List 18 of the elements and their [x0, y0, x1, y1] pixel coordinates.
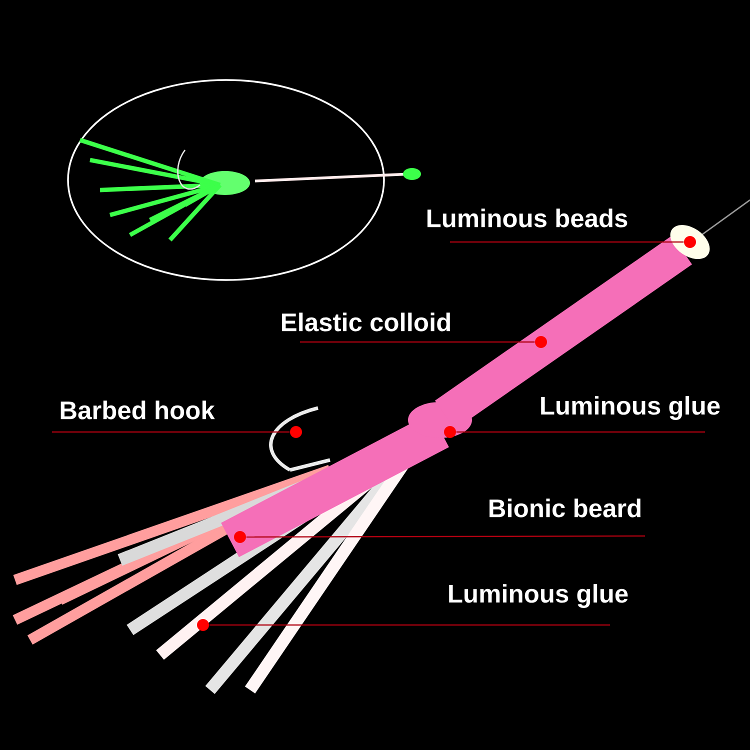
marker-dot — [535, 336, 547, 348]
leader-line — [456, 431, 705, 433]
marker-dot — [444, 426, 456, 438]
leader-line — [52, 431, 290, 433]
leader-line — [209, 624, 610, 626]
callout-label: Bionic beard — [490, 498, 640, 518]
marker-dot — [234, 531, 246, 543]
marker-dot — [290, 426, 302, 438]
marker-dot — [197, 619, 209, 631]
leader-line — [450, 241, 684, 243]
callout-label: Barbed hook — [60, 400, 215, 420]
callout-label: Luminous beads — [427, 208, 628, 228]
leader-line — [300, 341, 535, 343]
leader-line — [246, 535, 645, 538]
callout-label: Elastic colloid — [282, 312, 450, 332]
callout-label: Luminous glue — [449, 584, 628, 608]
callout-label: Luminous glue — [541, 396, 720, 420]
marker-dot — [684, 236, 696, 248]
